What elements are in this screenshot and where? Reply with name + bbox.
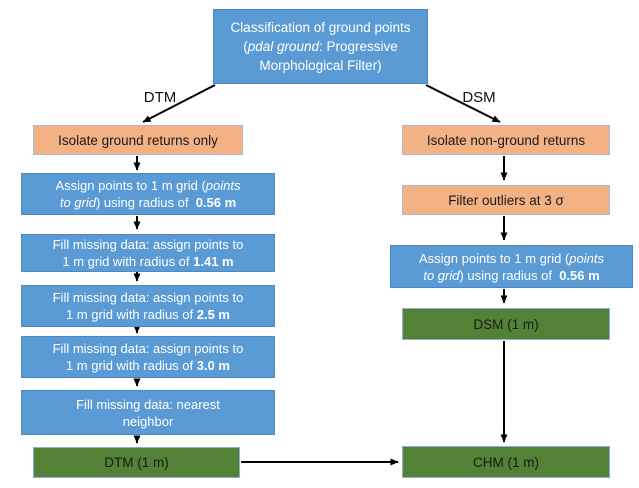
node-chm-output: CHM (1 m) xyxy=(402,446,610,478)
arrow-top-to-isolate-nonground xyxy=(425,84,501,123)
node-classification-ground-points: Classification of ground points(pdal gro… xyxy=(213,9,428,84)
arrow-top-to-isolate-ground xyxy=(142,84,216,123)
branch-label-dsm: DSM xyxy=(462,89,496,106)
node-dsm-output-text: DSM (1 m) xyxy=(473,316,539,332)
node-classification-text: Classification of ground points(pdal gro… xyxy=(230,20,411,73)
node-dtm-output-text: DTM (1 m) xyxy=(104,455,169,470)
node-isolate-nonground-returns: Isolate non-ground returns xyxy=(402,125,610,155)
node-isolate-ground-returns-text: Isolate ground returns only xyxy=(58,132,218,148)
node-isolate-ground-returns: Isolate ground returns only xyxy=(33,125,243,155)
node-dtm-output: DTM (1 m) xyxy=(33,447,240,478)
node-chm-output-text: CHM (1 m) xyxy=(473,454,539,470)
node-filter-outliers: Filter outliers at 3 σ xyxy=(402,185,610,215)
node-filter-outliers-text: Filter outliers at 3 σ xyxy=(448,192,564,208)
node-dsm-output: DSM (1 m) xyxy=(402,308,610,340)
branch-label-dtm: DTM xyxy=(143,89,177,106)
node-isolate-nonground-returns-text: Isolate non-ground returns xyxy=(426,132,586,148)
